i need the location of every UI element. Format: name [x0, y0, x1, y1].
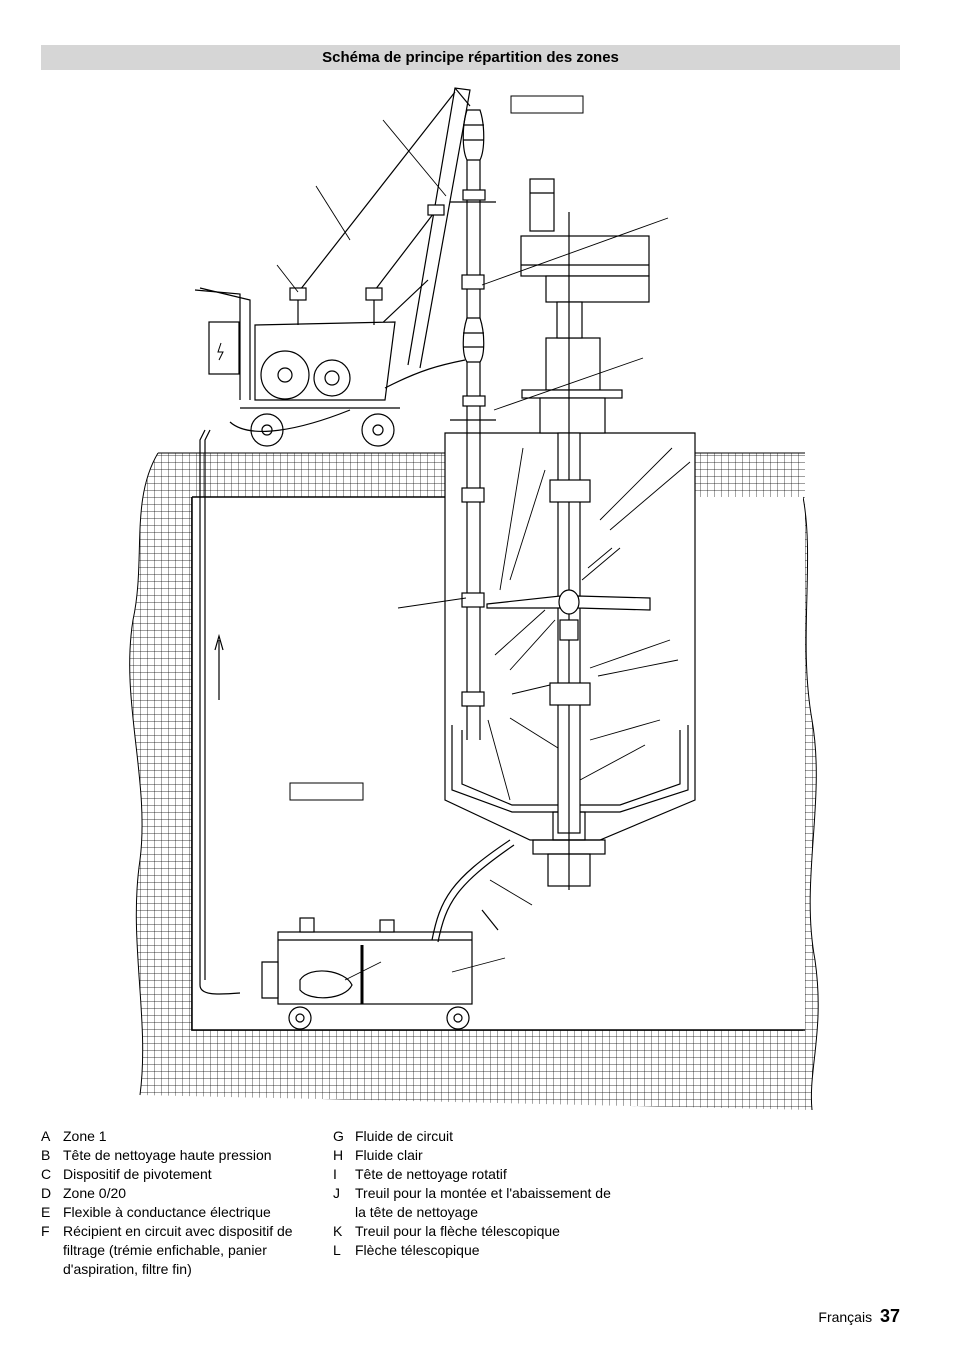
page-footer: Français 37 [818, 1306, 900, 1327]
legend-column-1: A Zone 1 B Tête de nettoyage haute press… [41, 1127, 326, 1279]
legend-item: L Flèche télescopique [333, 1241, 623, 1260]
cleaning-lance [450, 109, 496, 740]
legend-item: E Flexible à conductance électrique [41, 1203, 326, 1222]
legend-letter: H [333, 1147, 344, 1163]
legend-item: G Fluide de circuit [333, 1127, 623, 1146]
legend-text: Treuil pour la flèche télescopique [355, 1223, 560, 1239]
spray-lines [487, 447, 691, 801]
legend-item: C Dispositif de pivotement [41, 1165, 326, 1184]
legend-letter: C [41, 1166, 52, 1182]
legend-text: Zone 1 [63, 1128, 107, 1144]
legend-letter: B [41, 1147, 51, 1163]
legend-letter: K [333, 1223, 343, 1239]
legend-item: B Tête de nettoyage haute pression [41, 1146, 326, 1165]
legend-item: J Treuil pour la montée et l'abaissement… [333, 1184, 623, 1222]
legend-text: Tête de nettoyage haute pression [63, 1147, 272, 1163]
leader-lines [276, 119, 669, 981]
legend-text: Treuil pour la montée et l'abaissement d… [355, 1185, 611, 1220]
legend-text: Flèche télescopique [355, 1242, 480, 1258]
legend-letter: A [41, 1128, 51, 1144]
label-box-pit [289, 782, 364, 801]
zone-distribution-diagram [129, 87, 819, 1111]
legend-column-2: G Fluide de circuit H Fluide clair I Têt… [333, 1127, 623, 1260]
legend-text: Zone 0/20 [63, 1185, 127, 1201]
legend-letter: E [41, 1204, 51, 1220]
legend-text: Fluide de circuit [355, 1128, 454, 1144]
legend-letter: I [333, 1166, 337, 1182]
legend-item: I Tête de nettoyage rotatif [333, 1165, 623, 1184]
legend-text: Flexible à conductance électrique [63, 1204, 271, 1220]
legend-item: F Récipient en circuit avec dispositif d… [41, 1222, 326, 1279]
label-box-top [510, 95, 584, 114]
legend-text: Récipient en circuit avec dispositif de … [63, 1223, 293, 1277]
section-title: Schéma de principe répartition des zones [41, 45, 900, 70]
legend-item: K Treuil pour la flèche télescopique [333, 1222, 623, 1241]
legend-text: Fluide clair [355, 1147, 423, 1163]
footer-language: Français [818, 1309, 873, 1325]
legend-item: A Zone 1 [41, 1127, 326, 1146]
legend-letter: G [333, 1128, 344, 1144]
legend-text: Tête de nettoyage rotatif [355, 1166, 507, 1182]
legend-item: H Fluide clair [333, 1146, 623, 1165]
page-number: 37 [879, 1306, 900, 1326]
agitator-shaft [486, 178, 651, 890]
legend-letter: L [333, 1242, 341, 1258]
legend-letter: J [333, 1185, 340, 1201]
legend-letter: D [41, 1185, 52, 1201]
legend-letter: F [41, 1223, 50, 1239]
circuit-container [261, 839, 515, 1030]
legend-text: Dispositif de pivotement [63, 1166, 212, 1182]
cart [194, 287, 466, 447]
hose-pit [199, 429, 241, 995]
legend-item: D Zone 0/20 [41, 1184, 326, 1203]
